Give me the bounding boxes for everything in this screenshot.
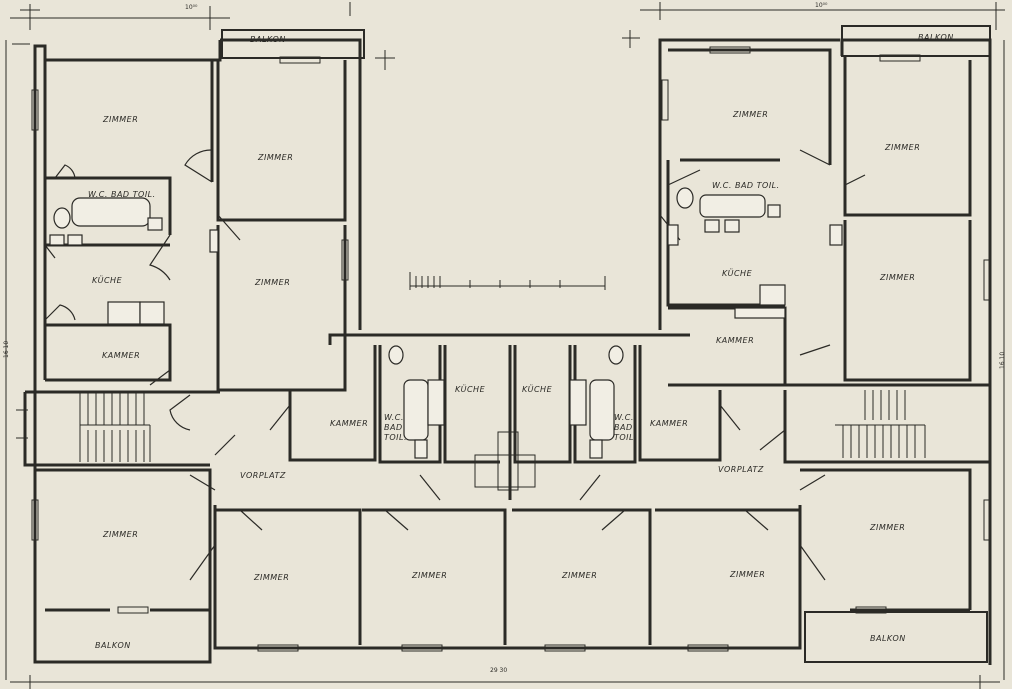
dimension-labels: 10⁰⁰ 10⁰⁰ 29 30 16 10 16 10 (3, 2, 1006, 674)
label-kammer-center-left: KAMMER (330, 419, 368, 428)
label-wc-center-left-1: W.C. (384, 413, 404, 422)
label-balkon-top-right: BALKON (918, 33, 954, 42)
dimension-lines (5, 2, 1005, 689)
label-wc-center-right-2: BAD (614, 423, 633, 432)
label-kueche-center-right: KÜCHE (522, 384, 553, 394)
label-wc-center-right-3: TOIL. (614, 433, 637, 442)
label-wc-right: W.C. BAD TOIL. (712, 181, 780, 190)
left-wing-walls (23, 29, 365, 664)
label-balkon-bottom-right: BALKON (870, 634, 906, 643)
room-labels: BALKON BALKON ZIMMER ZIMMER ZIMMER W.C. … (88, 33, 954, 650)
label-wc-center-left-3: TOIL. (384, 433, 407, 442)
label-zimmer-b3: ZIMMER (561, 571, 597, 580)
stairs-right (835, 390, 926, 458)
label-kueche-right: KÜCHE (722, 268, 753, 278)
label-wc-center-right-1: W.C. (614, 413, 634, 422)
label-zimmer-bl: ZIMMER (102, 530, 138, 539)
label-kueche-left: KÜCHE (92, 275, 123, 285)
dim-left-side: 16 10 (3, 341, 10, 358)
label-zimmer-tr-1: ZIMMER (732, 110, 768, 119)
label-zimmer-tl-1: ZIMMER (102, 115, 138, 124)
label-kueche-center-left: KÜCHE (455, 384, 486, 394)
label-zimmer-b1: ZIMMER (253, 573, 289, 582)
center-walls (213, 333, 802, 650)
right-wing-walls (658, 25, 992, 665)
windows (31, 46, 991, 652)
label-zimmer-tl-2: ZIMMER (257, 153, 293, 162)
label-zimmer-tr-3: ZIMMER (879, 273, 915, 282)
label-vorplatz-left: VORPLATZ (240, 471, 286, 480)
fixtures (49, 187, 843, 459)
label-zimmer-b4: ZIMMER (729, 570, 765, 579)
dim-bottom-center: 29 30 (490, 667, 507, 674)
label-zimmer-br: ZIMMER (869, 523, 905, 532)
dim-top-right: 10⁰⁰ (815, 2, 828, 9)
label-kammer-left: KAMMER (102, 351, 140, 360)
label-balkon-top-left: BALKON (250, 35, 286, 44)
label-wc-center-left-2: BAD (384, 423, 403, 432)
label-wc-left: W.C. BAD TOIL. (88, 190, 156, 199)
dim-top-left: 10⁰⁰ (185, 4, 198, 11)
label-vorplatz-right: VORPLATZ (718, 465, 764, 474)
stairs-left (79, 393, 151, 462)
label-zimmer-tr-2: ZIMMER (884, 143, 920, 152)
label-kammer-center-right: KAMMER (650, 419, 688, 428)
label-balkon-bottom-left: BALKON (95, 641, 131, 650)
door-swings (44, 149, 866, 581)
dim-right-side: 16 10 (999, 352, 1006, 369)
label-zimmer-tl-3: ZIMMER (254, 278, 290, 287)
label-zimmer-b2: ZIMMER (411, 571, 447, 580)
scale-bar (409, 272, 606, 290)
label-kammer-right: KAMMER (716, 336, 754, 345)
